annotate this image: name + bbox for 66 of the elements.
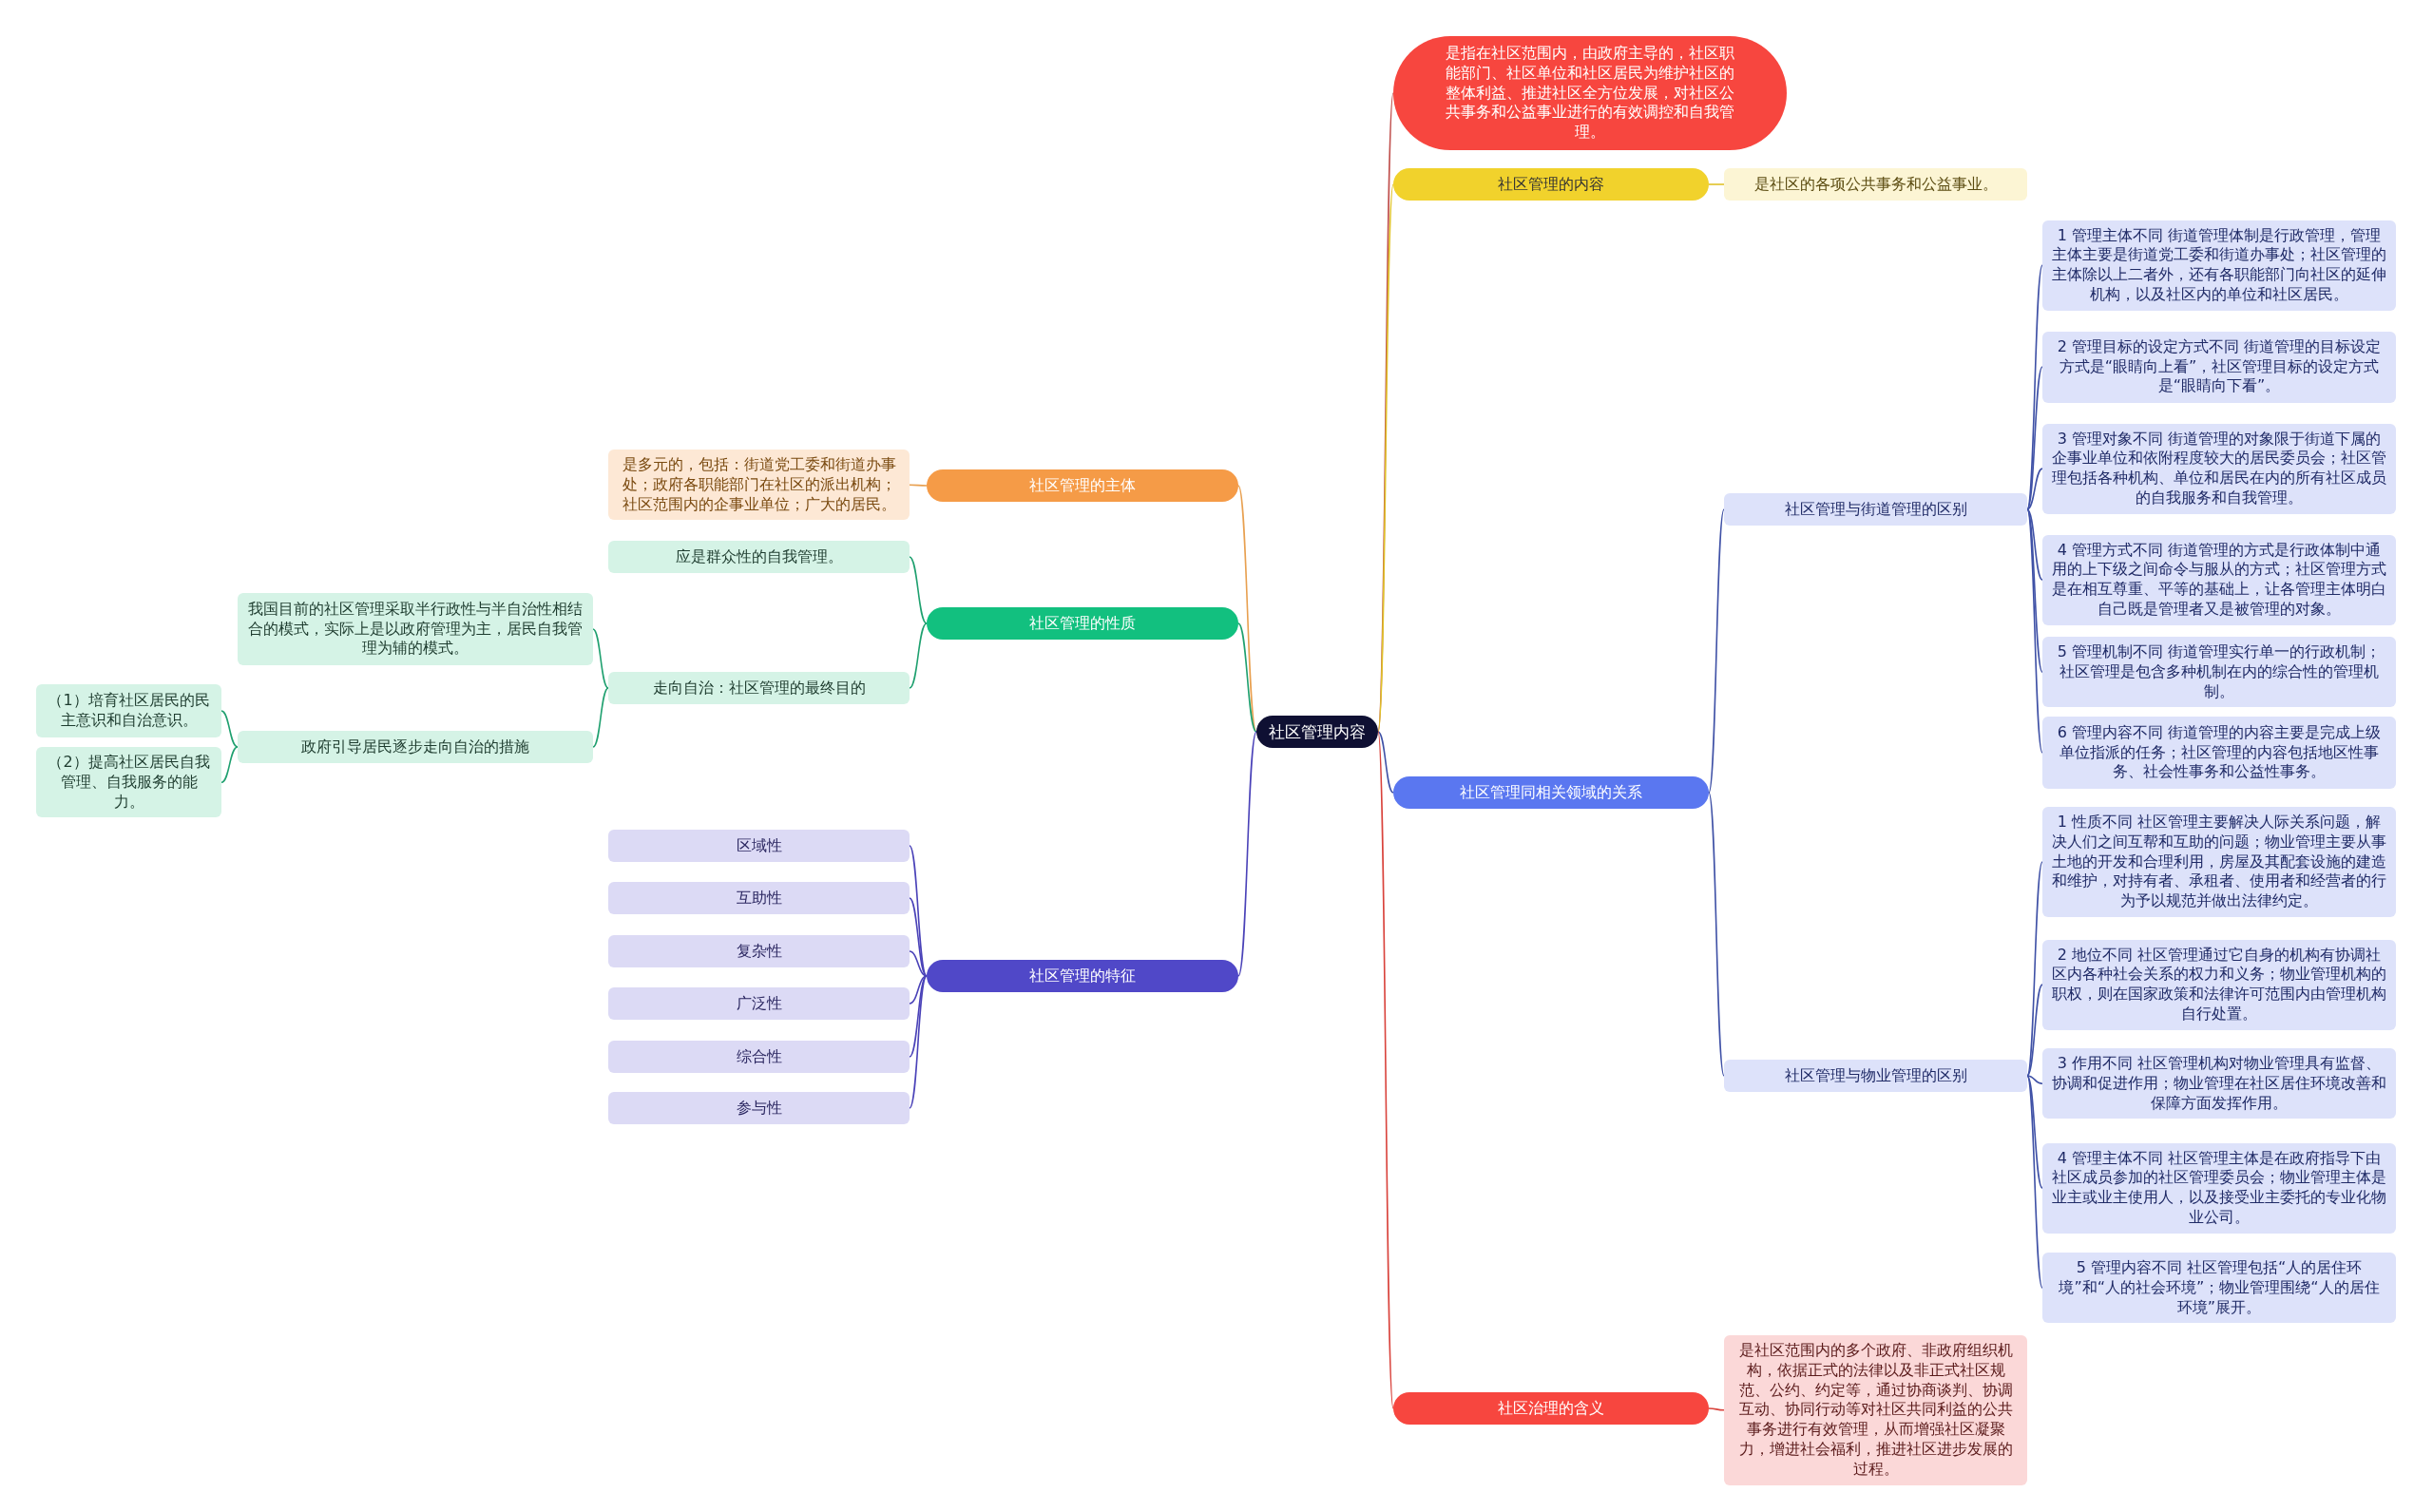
subtopic-box: 4 管理方式不同 街道管理的方式是行政体制中通用的上下级之间命令与服从的方式；社区管理方式是在相互尊重、平等的基础上，让各管理主体明白自己既是管理者又是被管理的对象。 [2042,534,2396,625]
connector-line [2026,1075,2043,1189]
subtopic-box: 5 管理机制不同 街道管理实行单一的行政机制；社区管理是包含多种机制在内的综合性的管理机制。 [2042,637,2396,708]
subtopic-box: （2）提高社区居民自我管理、自我服务的能力。 [36,747,221,818]
subtopic-box: 3 作用不同 社区管理机构对物业管理具有监督、协调和促进作用；物业管理在社区居住环境改善和保障方面发挥作用。 [2042,1048,2396,1120]
subtopic-box: 我国目前的社区管理采取半行政性与半自治性相结合的模式，实际上是以政府管理为主，居民自我管理为辅的模式。 [238,593,593,665]
branch-topic: 社区管理同相关领域的关系 [1393,776,1709,809]
connector-line [909,975,928,1058]
connector-line [2026,508,2043,673]
connector-line [1377,731,1394,1409]
subtopic-box: 区域性 [608,830,910,862]
subtopic-box: 2 管理目标的设定方式不同 街道管理的目标设定方式是“眼睛向上看”，社区管理目标的设定方式是“眼睛向下看”。 [2042,331,2396,403]
branch-topic: 社区治理的含义 [1393,1392,1709,1425]
subtopic-box: 是社区的各项公共事务和公益事业。 [1724,168,2027,201]
branch-topic: 社区管理的内容 [1393,168,1709,201]
connector-line [2026,468,2043,510]
subtopic-box: 1 管理主体不同 街道管理体制是行政管理，管理主体主要是街道党工委和街道办事处；社区管理的主体除以上二者外，还有各职能部门向社区的延伸机构，以及社区内的单位和社区居民。 [2042,220,2396,311]
subtopic-box: 5 管理内容不同 社区管理包括“人的居住环境”和“人的社会环境”；物业管理围绕“人的居住环境”展开。 [2042,1253,2396,1324]
connector-line [2026,861,2043,1077]
branch-topic: 社区管理的主体 [927,469,1238,502]
subtopic-box: 复杂性 [608,935,910,967]
subtopic-box: 互助性 [608,882,910,914]
connector-line [2026,1075,2043,1289]
connector-line [1237,731,1257,977]
definition-bubble: 是指在社区范围内，由政府主导的，社区职能部门、社区单位和社区居民为维护社区的整体利益、推进社区全方位发展，对社区公共事务和公益事业进行的有效调控和自我管理。 [1393,36,1787,150]
connector-line [1708,183,1725,185]
subtopic-box: 参与性 [608,1092,910,1124]
connector-line [909,622,928,689]
subtopic-box: 是多元的，包括：街道党工委和街道办事处；政府各职能部门在社区的派出机构；社区范围内的企事业单位；广大的居民。 [608,450,910,521]
subtopic-box: 4 管理主体不同 社区管理主体是在政府指导下由社区成员参加的社区管理委员会；物业管理主体是业主或业主使用人，以及接受业主委托的专业化物业公司。 [2042,1142,2396,1234]
connector-line [909,897,928,977]
connector-line [909,556,928,624]
connector-line [2026,508,2043,581]
connector-line [909,975,928,1109]
connector-line [909,845,928,977]
subtopic-box: 1 性质不同 社区管理主要解决人际关系问题，解决人们之间互帮和互助的问题；物业管理主要从事土地的开发和合理利用，房屋及其配套设施的建造和维护，对持有者、承租者、使用者和经营者的行为予以规范并做出法律约定。 [2042,807,2396,917]
subtopic-box: 综合性 [608,1041,910,1073]
subtopic-box: 应是群众性的自我管理。 [608,541,910,573]
branch-topic: 社区管理的特征 [927,960,1238,992]
connector-line [1708,1407,1725,1411]
subtopic-box: 3 管理对象不同 街道管理的对象限于街道下属的企事业单位和依附程度较大的居民委员会；社区管理包括各种机构、单位和居民在内的所有社区成员的自我服务和自我管理。 [2042,423,2396,514]
subtopic-box: 政府引导居民逐步走向自治的措施 [238,731,593,763]
subtopic-box: 社区管理与街道管理的区别 [1724,493,2027,526]
subtopic-box: 2 地位不同 社区管理通过它自身的机构有协调社区内各种社会关系的权力和义务；物业管理机构的职权，则在国家政策和法律许可范围内由管理机构自行处置。 [2042,939,2396,1030]
connector-line [592,687,609,748]
root-topic: 社区管理内容 [1256,716,1378,749]
connector-line [909,950,928,977]
connector-line [1237,622,1257,733]
subtopic-box: 6 管理内容不同 街道管理的内容主要是完成上级单位指派的任务；社区管理的内容包括地区性事务、社会性事务和公益性事务。 [2042,717,2396,789]
subtopic-box: 走向自治：社区管理的最终目的 [608,672,910,704]
connector-line [2026,984,2043,1077]
connector-line [592,628,609,689]
subtopic-box: 是社区范围内的多个政府、非政府组织机构，依据正式的法律以及非正式社区规范、公约、约定等，通过协商谈判、协调互动、协同行动等对社区共同利益的公共事务进行有效管理，从而增强社区凝聚力，增进社会福利，推进社区进步发展的过程。 [1724,1335,2027,1485]
connector-line [2026,366,2043,510]
subtopic-box: （1）培育社区居民的民主意识和自治意识。 [36,684,221,737]
branch-topic: 社区管理的性质 [927,607,1238,640]
connector-line [1708,792,1725,1077]
connector-line [1377,731,1394,794]
connector-line [909,484,928,487]
connector-line [909,975,928,1005]
connector-line [220,710,239,748]
subtopic-box: 广泛性 [608,987,910,1020]
subtopic-box: 社区管理与物业管理的区别 [1724,1060,2027,1092]
connector-line [1708,508,1725,794]
connector-line [2026,1075,2043,1084]
connector-line [220,746,239,783]
